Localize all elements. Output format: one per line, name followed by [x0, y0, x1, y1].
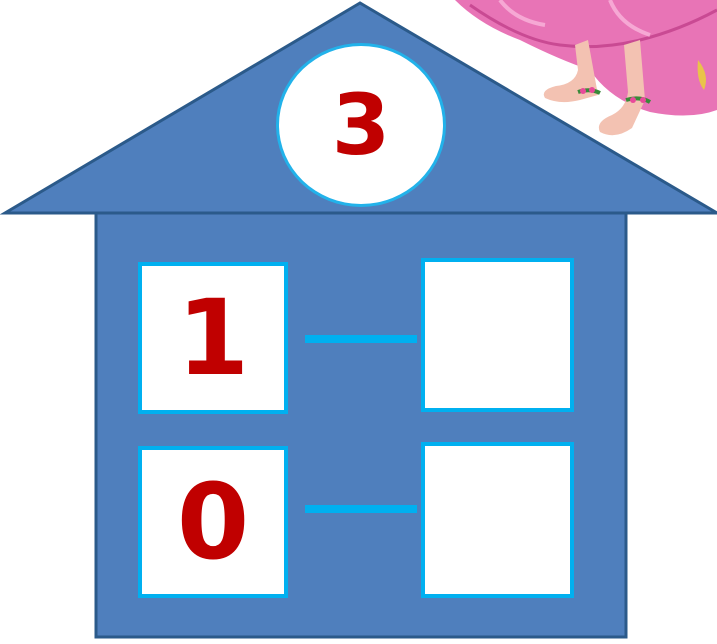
roof-number-circle: 3 [276, 43, 446, 207]
row-2-left-cell: 0 [138, 446, 288, 598]
row-1-left-cell: 1 [138, 262, 288, 414]
row-1-left-value: 1 [177, 286, 249, 390]
row-2-left-value: 0 [177, 470, 249, 574]
row-2-dash [305, 505, 417, 513]
row-2-right-cell[interactable] [421, 442, 574, 598]
row-1-right-cell[interactable] [421, 258, 574, 412]
row-1-dash [305, 335, 417, 343]
roof-number: 3 [332, 83, 390, 167]
